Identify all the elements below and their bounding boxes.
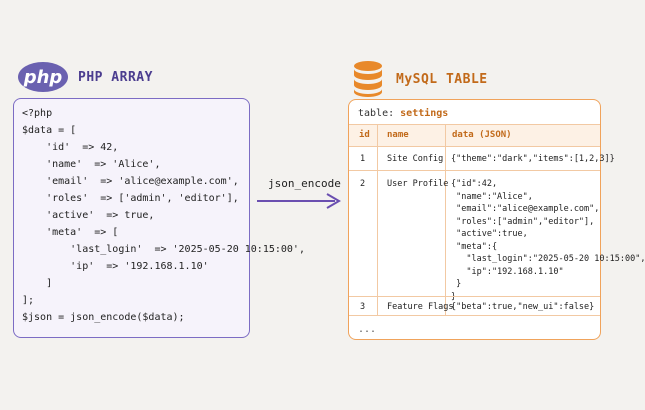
row-2-data-line-2: "name":"Alice", (451, 191, 533, 202)
code-line-12: ]; (22, 295, 35, 306)
mysql-table-title: MySQL TABLE (396, 71, 488, 87)
row-2-name: User Profile (387, 179, 449, 189)
table-name: settings (400, 108, 449, 119)
row-1-data: {"theme":"dark","items":[1,2,3]} (451, 154, 615, 164)
row-1-name: Site Config (387, 154, 444, 164)
row-2-data-line-7: "last_login":"2025-05-20 10:15:00", (451, 254, 645, 264)
row-2-data-line-5: "active":true, (451, 229, 528, 239)
code-line-13: $json = json_encode($data); (22, 312, 185, 323)
php-array-title: PHP ARRAY (78, 69, 153, 85)
code-line-3: 'id' => 42, (22, 142, 119, 153)
code-line-5: 'email' => 'alice@example.com', (22, 176, 239, 187)
code-line-10: 'ip' => '192.168.1.10' (22, 261, 209, 272)
php-header: php PHP ARRAY (18, 62, 153, 92)
row-2-data-line-4: "roles":["admin","editor"], (451, 216, 595, 227)
row-2-id: 2 (360, 179, 366, 189)
code-line-2: $data = [ (22, 125, 77, 136)
row-3-name: Feature Flags (387, 302, 454, 312)
code-line-11: ] (22, 278, 53, 289)
row-3-id: 3 (360, 302, 366, 312)
column-header-data: data (JSON) (452, 130, 512, 140)
code-line-8: 'meta' => [ (22, 227, 119, 238)
code-line-7: 'active' => true, (22, 210, 155, 221)
column-header-id: id (359, 130, 370, 140)
mysql-table-panel: table: settings id name data (JSON) 1 Si… (348, 99, 645, 340)
row-2-data-line-3: "email":"alice@example.com", (451, 204, 600, 214)
row-2-data-line-1: {"id":42, (451, 179, 498, 189)
column-header-name: name (387, 130, 409, 140)
code-line-1: <?php (22, 108, 53, 119)
row-1-id: 1 (360, 154, 366, 164)
php-logo-icon: php (18, 62, 68, 92)
code-line-9: 'last_login' => '2025-05-20 10:15:00', (22, 244, 305, 255)
row-2-data-line-6: "meta":{ (451, 241, 498, 252)
row-3-data: {"beta":true,"new_ui":false} (451, 302, 595, 312)
table-name-label: table: settings (358, 108, 448, 119)
more-rows-ellipsis: ... (358, 324, 377, 335)
code-line-4: 'name' => 'Alice', (22, 159, 161, 170)
table-prefix: table: (358, 108, 395, 119)
arrow-right-icon (257, 193, 341, 209)
php-code-panel: <?php $data = [ 'id' => 42, 'name' => 'A… (13, 98, 305, 338)
database-icon (354, 61, 382, 97)
json-encode-label: json_encode (268, 177, 341, 190)
row-2-data-line-8: "ip":"192.168.1.10" (451, 266, 564, 277)
code-line-6: 'roles' => ['admin', 'editor'], (22, 193, 239, 204)
row-2-data-line-9: } (451, 279, 462, 289)
table-header-row (349, 124, 600, 146)
mysql-header: MySQL TABLE (352, 60, 488, 98)
